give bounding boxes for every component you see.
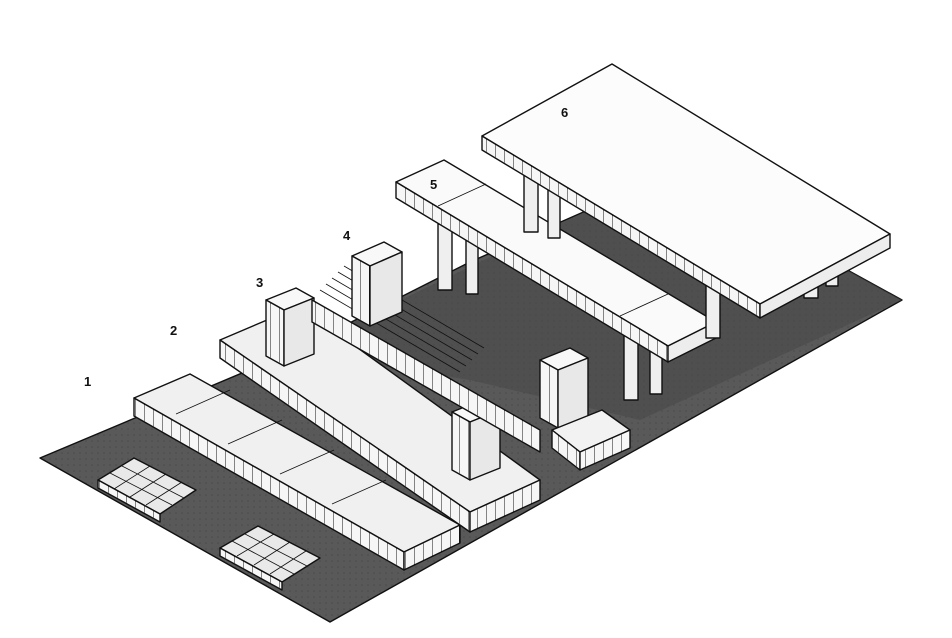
stage-label-6: 6 [561, 105, 568, 120]
stage-label-4: 4 [343, 228, 351, 243]
stage-1-foundation-grid-a [97, 457, 197, 523]
stage-labels: 1 2 3 4 5 6 [84, 105, 568, 389]
stage-4-tower-left [351, 241, 403, 327]
stage-label-5: 5 [430, 177, 437, 192]
stage-label-1: 1 [84, 374, 91, 389]
stage-label-3: 3 [256, 275, 263, 290]
stage-4-walls-towers-beams [311, 241, 631, 471]
stage-6-roof-slab [481, 63, 891, 339]
stage-1-foundation-grid-b [219, 525, 321, 591]
stage-4-tower-right [539, 347, 589, 429]
stage-5-columns [437, 223, 663, 401]
stage-5-elevated-slab [395, 159, 717, 401]
stage-3-tower-left [265, 287, 315, 367]
stage-label-2: 2 [170, 323, 177, 338]
